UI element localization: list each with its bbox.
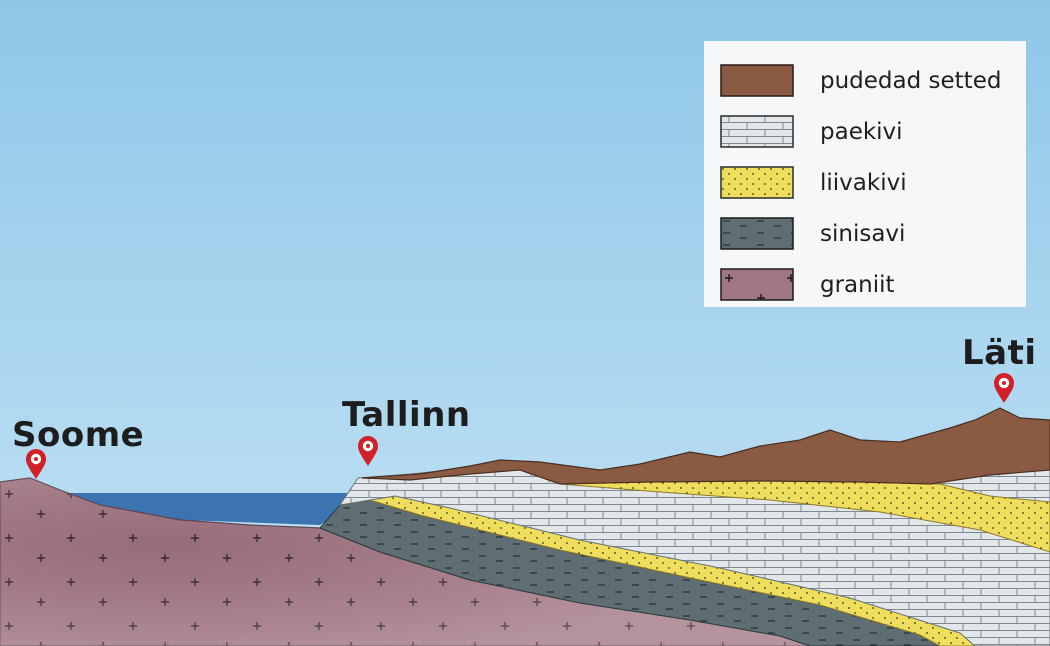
legend-item-limestone: paekivi xyxy=(720,106,1026,157)
legend-label: paekivi xyxy=(820,118,903,145)
legend-item-sediments: pudedad setted xyxy=(720,55,1026,106)
sediment-layer xyxy=(361,407,1050,485)
sea xyxy=(60,493,360,525)
legend-label: liivakivi xyxy=(820,169,907,196)
legend-swatch-sandstone xyxy=(720,166,794,199)
map-pin-icon xyxy=(994,373,1014,403)
legend-swatch-granite xyxy=(720,268,794,301)
legend-item-blue-clay: sinisavi xyxy=(720,208,1026,259)
legend-label: sinisavi xyxy=(820,220,906,247)
legend-item-granite: graniit xyxy=(720,259,1026,310)
legend-swatch-blue-clay xyxy=(720,217,794,250)
legend-label: pudedad setted xyxy=(820,67,1002,94)
place-label-tallinn: Tallinn xyxy=(342,395,471,435)
legend-item-sandstone: liivakivi xyxy=(720,157,1026,208)
place-label-lati: Läti xyxy=(962,333,1037,373)
legend-swatch-sediments xyxy=(720,64,794,97)
legend-label: graniit xyxy=(820,271,895,298)
place-label-soome: Soome xyxy=(12,415,145,455)
map-pin-icon xyxy=(26,449,46,479)
legend-swatch-limestone xyxy=(720,115,794,148)
legend: pudedad setted paekivi liivakivi sinisav… xyxy=(704,41,1026,307)
map-pin-icon xyxy=(358,436,378,466)
